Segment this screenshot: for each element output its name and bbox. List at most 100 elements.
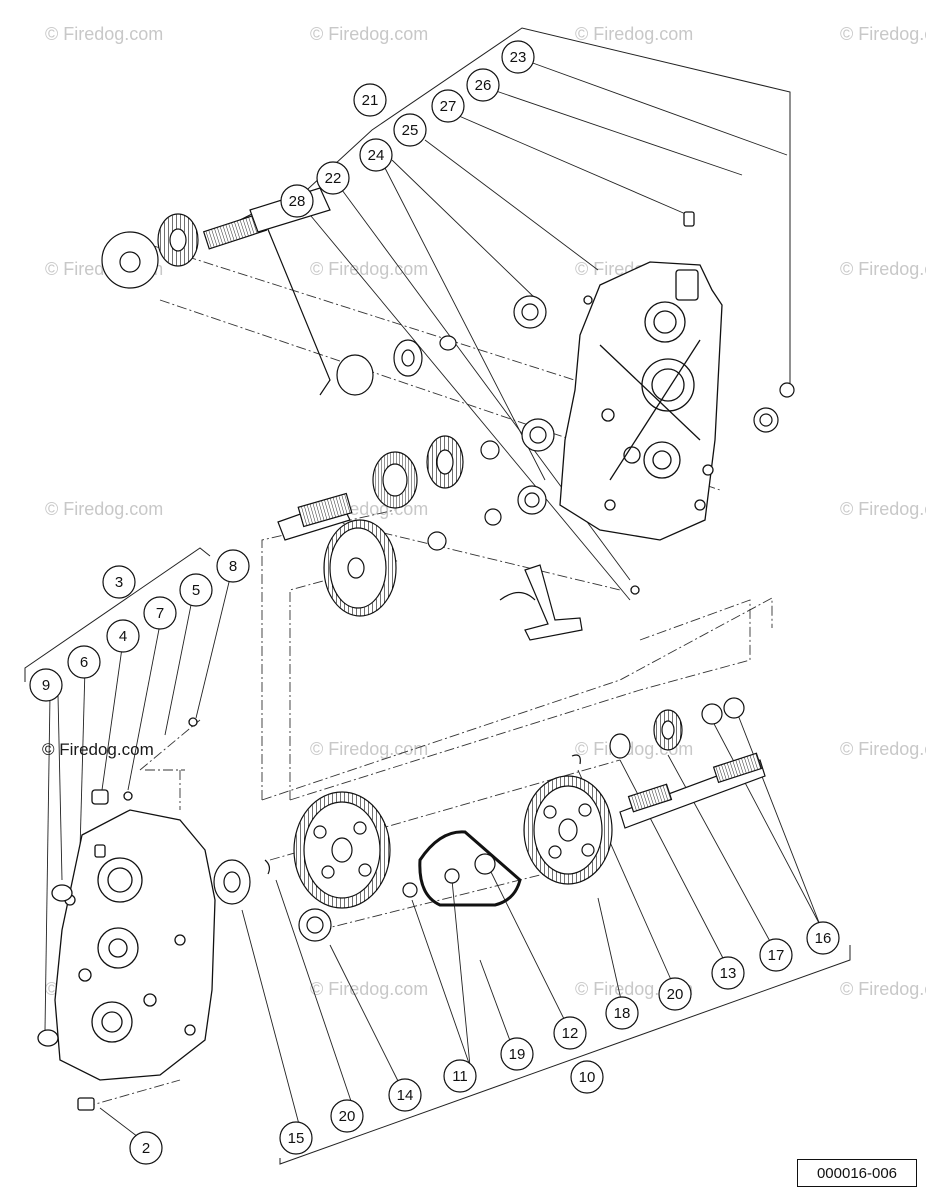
callout-circle [359,138,393,172]
callout-7: 7 [143,596,177,630]
callout-number: 2 [142,1140,150,1157]
callout-28: 28 [280,184,314,218]
callout-number: 12 [562,1025,579,1042]
callout-22: 22 [316,161,350,195]
callout-number: 16 [815,930,832,947]
callout-21: 21 [353,83,387,117]
callout-circle [179,573,213,607]
diagram-code-text: 000016-006 [816,1164,898,1182]
callout-circle [711,956,745,990]
callout-number: 23 [510,49,527,66]
callout-number: 11 [452,1068,468,1085]
callout-20: 20 [330,1099,364,1133]
callout-circle [759,938,793,972]
callout-number: 27 [440,98,457,115]
callout-number: 19 [509,1046,526,1063]
callout-number: 3 [115,574,123,591]
callout-5: 5 [179,573,213,607]
callout-number: 18 [614,1005,631,1022]
callout-circle [501,40,535,74]
callout-19: 19 [500,1037,534,1071]
lower-left-housing [37,717,216,1111]
callout-number: 26 [475,77,492,94]
callout-20: 20 [658,977,692,1011]
callout-circle [500,1037,534,1071]
callout-number: 5 [192,582,200,599]
watermark-text: © Firedog.com [840,979,926,999]
callout-number: 21 [362,92,379,109]
callout-6: 6 [67,645,101,679]
callout-24: 24 [359,138,393,172]
watermark-text: © Firedog.com [840,739,926,759]
callout-number: 6 [80,654,88,671]
callout-circle [431,89,465,123]
upper-case-cover [559,211,723,595]
callout-3: 3 [102,565,136,599]
callout-number: 25 [402,122,419,139]
callout-circle [658,977,692,1011]
callout-circle [280,184,314,218]
callout-circle [443,1059,477,1093]
callout-number: 20 [667,986,684,1003]
callout-circle [67,645,101,679]
callout-13: 13 [711,956,745,990]
callout-circle [605,996,639,1030]
lower-gear-train [213,697,766,942]
callout-number: 14 [397,1087,414,1104]
callout-12: 12 [553,1016,587,1050]
callout-15: 15 [279,1121,313,1155]
callout-14: 14 [388,1078,422,1112]
callout-8: 8 [216,549,250,583]
callout-circle [102,565,136,599]
callout-number: 17 [768,947,785,964]
watermark-text: © Firedog.com [840,259,926,279]
watermark-text: © Firedog.com [310,24,428,44]
callout-17: 17 [759,938,793,972]
upper-shaft-assembly [101,187,795,641]
callout-circle [466,68,500,102]
callout-circle [216,549,250,583]
watermark-text: © Firedog.com [310,979,428,999]
callout-2: 2 [129,1131,163,1165]
callout-circle [393,113,427,147]
callout-16: 16 [806,921,840,955]
callout-11: 11 [443,1059,477,1093]
callout-circle [388,1078,422,1112]
callout-circle [570,1060,604,1094]
callout-26: 26 [466,68,500,102]
watermark-text: © Firedog.com [45,24,163,44]
callout-circle [353,83,387,117]
callout-number: 8 [229,558,237,575]
callout-circle [316,161,350,195]
watermark-text: © Firedog.com [45,499,163,519]
callout-circle [29,668,63,702]
callout-27: 27 [431,89,465,123]
callout-number: 24 [368,147,385,164]
callout-circle [143,596,177,630]
callout-number: 28 [289,193,306,210]
callout-number: 4 [119,628,127,645]
callout-circle [806,921,840,955]
callout-circle [279,1121,313,1155]
watermark-text: © Firedog.com [310,259,428,279]
callout-circle [553,1016,587,1050]
callout-number: 9 [42,677,50,694]
callout-23: 23 [501,40,535,74]
group-brackets [24,27,851,1165]
callout-number: 7 [156,605,164,622]
callout-number: 13 [720,965,737,982]
watermark-text: © Firedog.com [840,499,926,519]
watermark-text: © Firedog.com [575,24,693,44]
callout-10: 10 [570,1060,604,1094]
callout-18: 18 [605,996,639,1030]
watermark-text: © Firedog.com [840,24,926,44]
watermark-text: © Firedog.com [310,739,428,759]
callout-number: 10 [579,1069,596,1086]
callout-9: 9 [29,668,63,702]
callout-circle [330,1099,364,1133]
watermark-text-dark: © Firedog.com [42,740,154,759]
callout-circle [106,619,140,653]
callout-number: 20 [339,1108,356,1125]
callout-circle [129,1131,163,1165]
